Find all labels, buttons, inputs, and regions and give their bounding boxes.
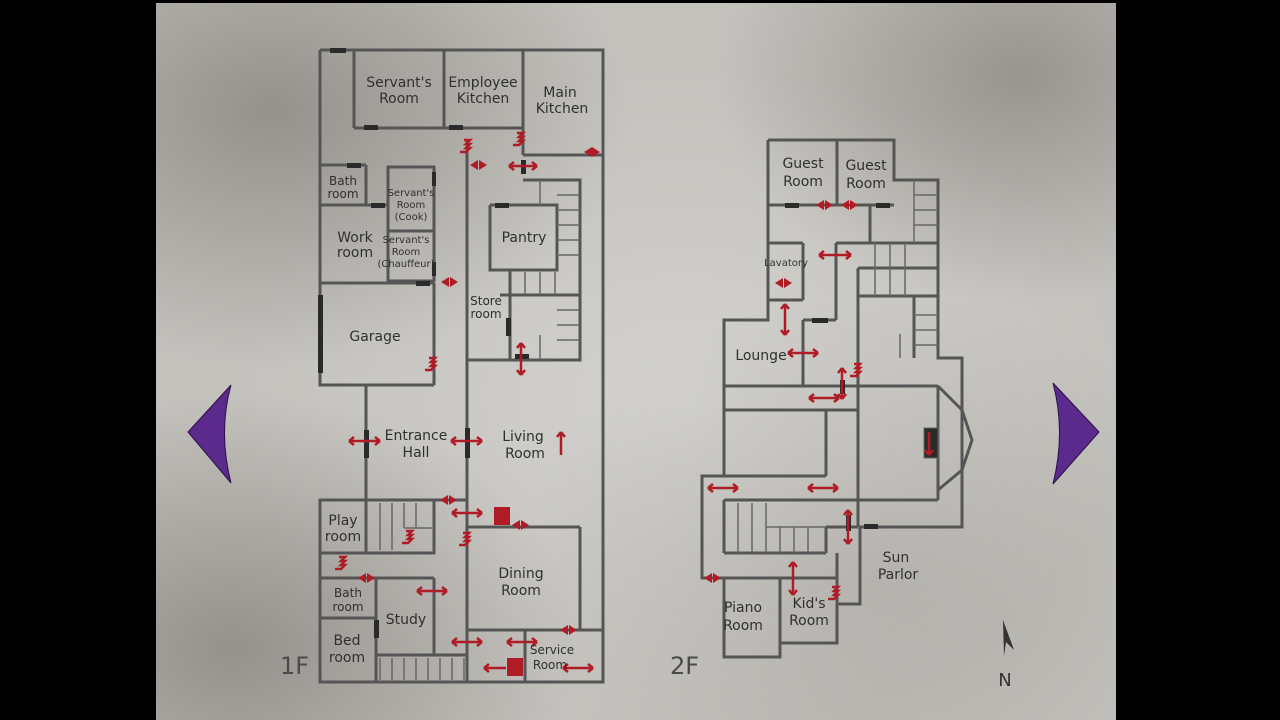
room-lavatory: Lavatory xyxy=(764,258,808,269)
room-garage: Garage xyxy=(349,329,400,345)
floor-2-label: 2F xyxy=(670,652,699,680)
map-paper xyxy=(156,3,1116,720)
room-pantry: Pantry xyxy=(502,230,547,246)
compass-north-label: N xyxy=(998,670,1011,691)
staircase-2f xyxy=(737,180,938,553)
compass: N xyxy=(998,620,1014,691)
door-markers-2f xyxy=(704,200,934,601)
floor-1-label: 1F xyxy=(280,652,309,680)
staircase-1f-left xyxy=(379,503,465,680)
staircase-1f-right xyxy=(524,180,580,360)
room-study: Study xyxy=(386,612,426,628)
triangle-right-icon xyxy=(1052,382,1100,485)
next-map-button[interactable] xyxy=(1052,382,1100,485)
previous-map-button[interactable] xyxy=(187,384,232,484)
compass-arrow-icon xyxy=(1003,620,1014,656)
triangle-left-icon xyxy=(187,384,232,484)
door-markers-1f xyxy=(335,131,600,676)
room-lounge: Lounge xyxy=(735,348,786,364)
